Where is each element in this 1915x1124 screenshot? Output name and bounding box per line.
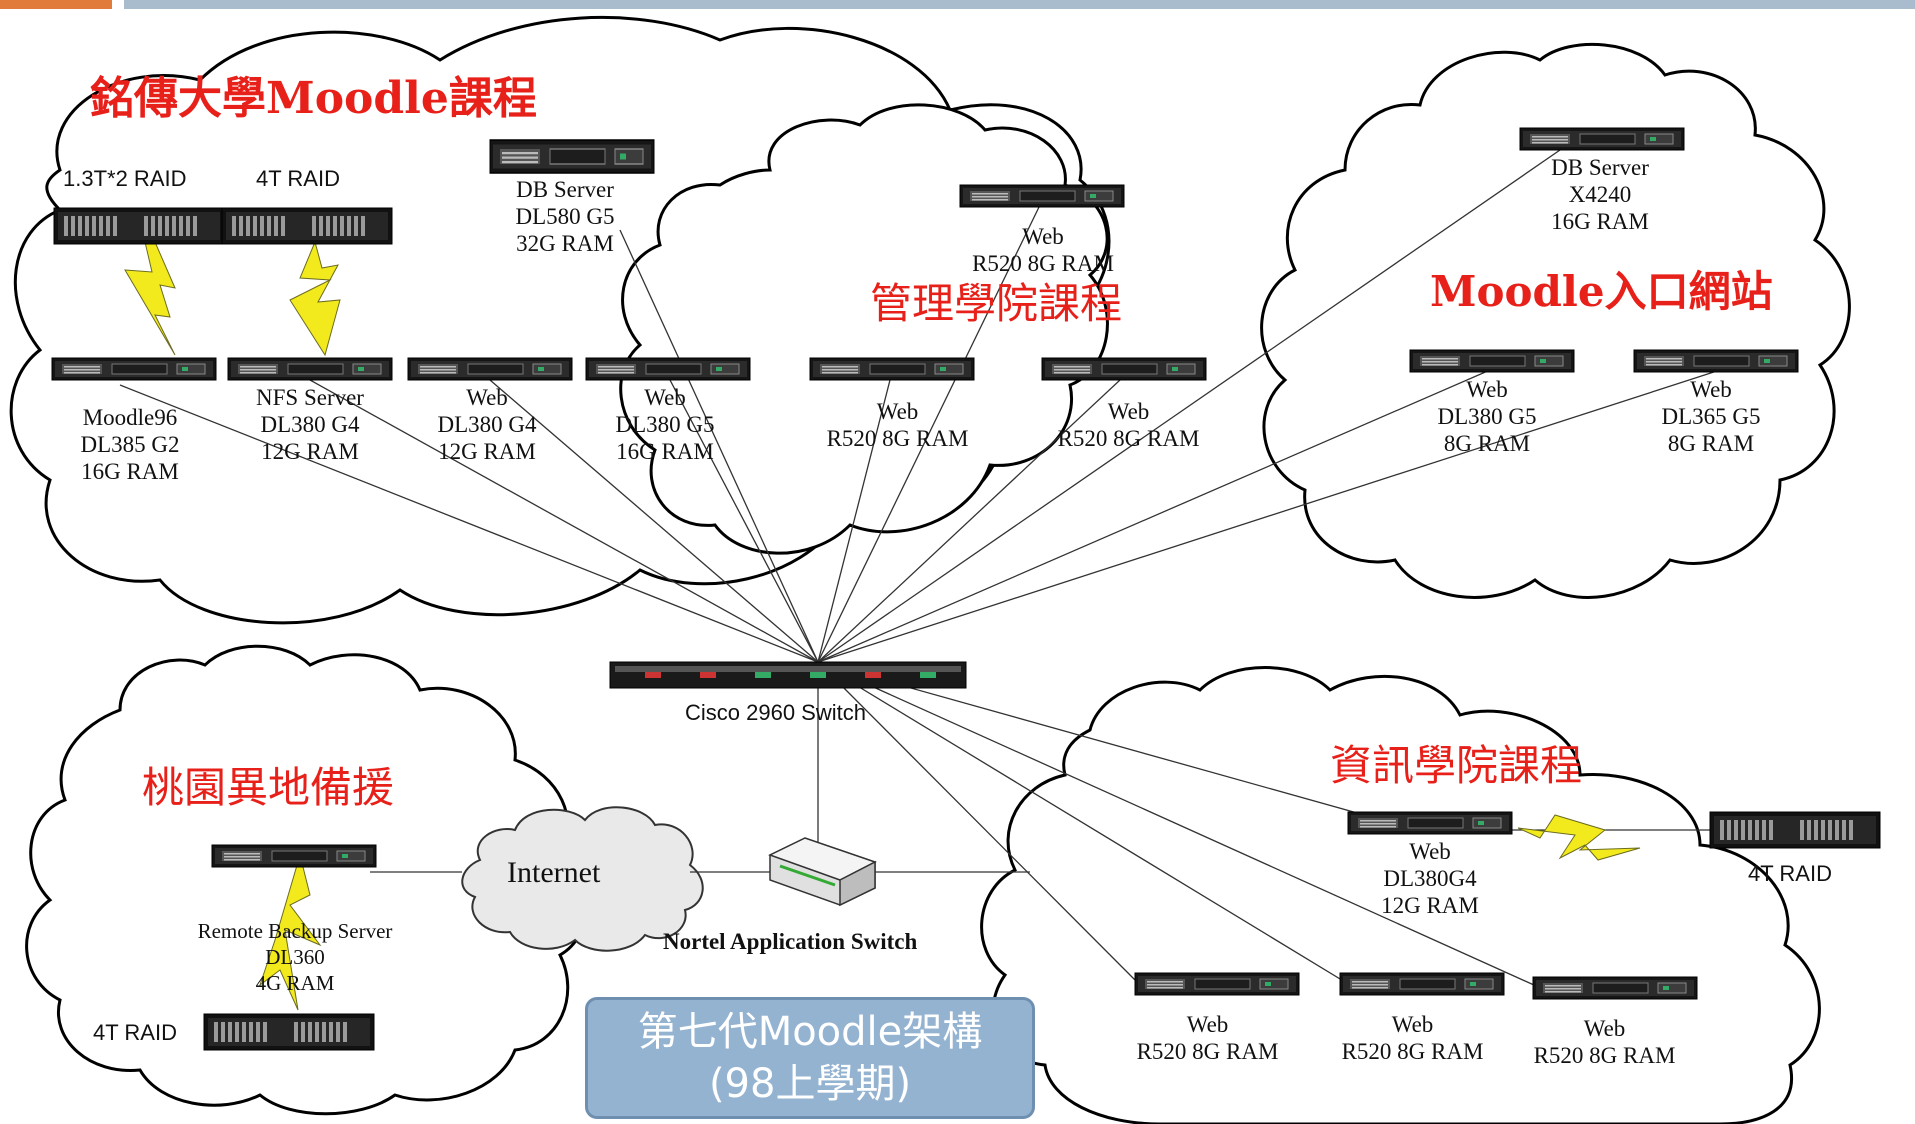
- server-icon: [1347, 811, 1513, 835]
- connection-line: [817, 369, 1721, 663]
- lightning-bolts: [124, 240, 1641, 1011]
- connection-line: [817, 379, 891, 663]
- lightning-bolt-icon: [124, 241, 176, 356]
- raid-label: 4T RAID: [93, 1020, 177, 1045]
- nortel-switch-icon: [768, 837, 877, 907]
- server-icon: [489, 139, 655, 174]
- server-icon: [1041, 357, 1207, 381]
- server-icon: [51, 357, 217, 381]
- server-icon: [809, 357, 975, 381]
- lightning-bolt-icon: [289, 240, 341, 357]
- connection-line: [817, 661, 1546, 991]
- server-icon: [585, 357, 751, 381]
- server-icon: [959, 184, 1125, 208]
- server-icon: [211, 844, 377, 868]
- connection-line: [817, 661, 1351, 986]
- connection-line: [817, 204, 1041, 663]
- raid-storage-icon: [53, 207, 225, 245]
- connection-line: [817, 661, 1401, 826]
- top-accent-bar: [0, 0, 112, 9]
- cloud-title-management: 管理學院課程: [870, 279, 1123, 328]
- connection-line: [309, 379, 819, 663]
- connection-line: [489, 379, 819, 663]
- connection-line: [817, 369, 1491, 663]
- cisco-switch-icon: [609, 661, 967, 689]
- cloud-title-mingchuan: 銘傳大學Moodle課程: [90, 73, 537, 124]
- caption-title: 第七代Moodle架構: [637, 1009, 983, 1055]
- server-icon: [1134, 972, 1300, 996]
- internet-label: Internet: [507, 856, 601, 889]
- cloud-title-backup: 桃園異地備援: [142, 763, 395, 812]
- raid-label: 4T RAID: [256, 166, 340, 191]
- connection-line: [817, 379, 1121, 663]
- connection-lines: [119, 149, 1721, 991]
- raid-storage-icon: [221, 207, 393, 245]
- server-icon: [1532, 976, 1698, 1000]
- raid-storage-icon: [1709, 811, 1881, 849]
- connection-line: [669, 379, 819, 663]
- connection-line: [817, 661, 1141, 986]
- server-icon: [1339, 972, 1505, 996]
- lightning-bolt-icon: [1517, 814, 1641, 861]
- server-icon: [407, 357, 573, 381]
- caption-subtitle: (98上學期): [708, 1061, 912, 1107]
- connection-line: [619, 229, 819, 663]
- nortel-switch-label: Nortel Application Switch: [663, 929, 918, 954]
- connection-line: [817, 149, 1561, 663]
- switch-label: Cisco 2960 Switch: [685, 700, 866, 725]
- server-icon: [1633, 349, 1799, 373]
- raid-label: 1.3T*2 RAID: [63, 166, 187, 191]
- server-icon: [1519, 127, 1685, 151]
- server-icon: [227, 357, 393, 381]
- connection-line: [119, 384, 819, 663]
- caption-box: 第七代Moodle架構 (98上學期): [585, 997, 1035, 1119]
- raid-label: 4T RAID: [1748, 861, 1832, 886]
- internet-cloud: [461, 806, 704, 952]
- cloud-title-portal: Moodle入口網站: [1430, 267, 1773, 316]
- raid-storage-icon: [203, 1013, 375, 1051]
- top-header-bar: [124, 0, 1915, 9]
- cloud-title-infotech: 資訊學院課程: [1330, 741, 1583, 790]
- lightning-bolt-icon: [259, 853, 322, 1011]
- cloud-shapes: [9, 15, 1851, 1124]
- server-icon: [1409, 349, 1575, 373]
